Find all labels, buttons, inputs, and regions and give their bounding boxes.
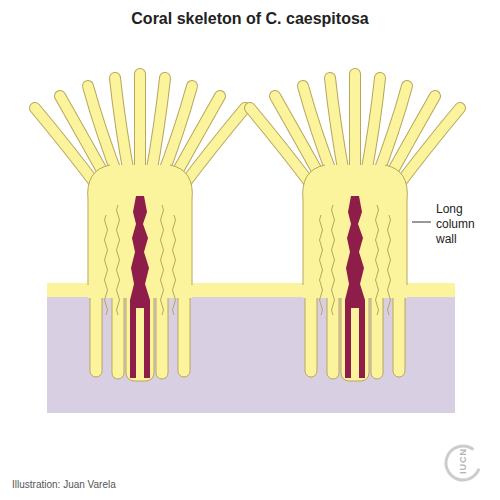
logo-ring: [441, 441, 485, 485]
title: Coral skeleton of C. caespitosa: [0, 10, 500, 28]
leader-line: [412, 222, 431, 223]
part-label: Long column wall: [436, 202, 492, 247]
logo-text: IUCN: [458, 446, 468, 476]
polyp-right: [250, 74, 460, 381]
credit-note: Illustration: Juan Varela: [12, 479, 116, 490]
polyp-left: [35, 74, 245, 381]
